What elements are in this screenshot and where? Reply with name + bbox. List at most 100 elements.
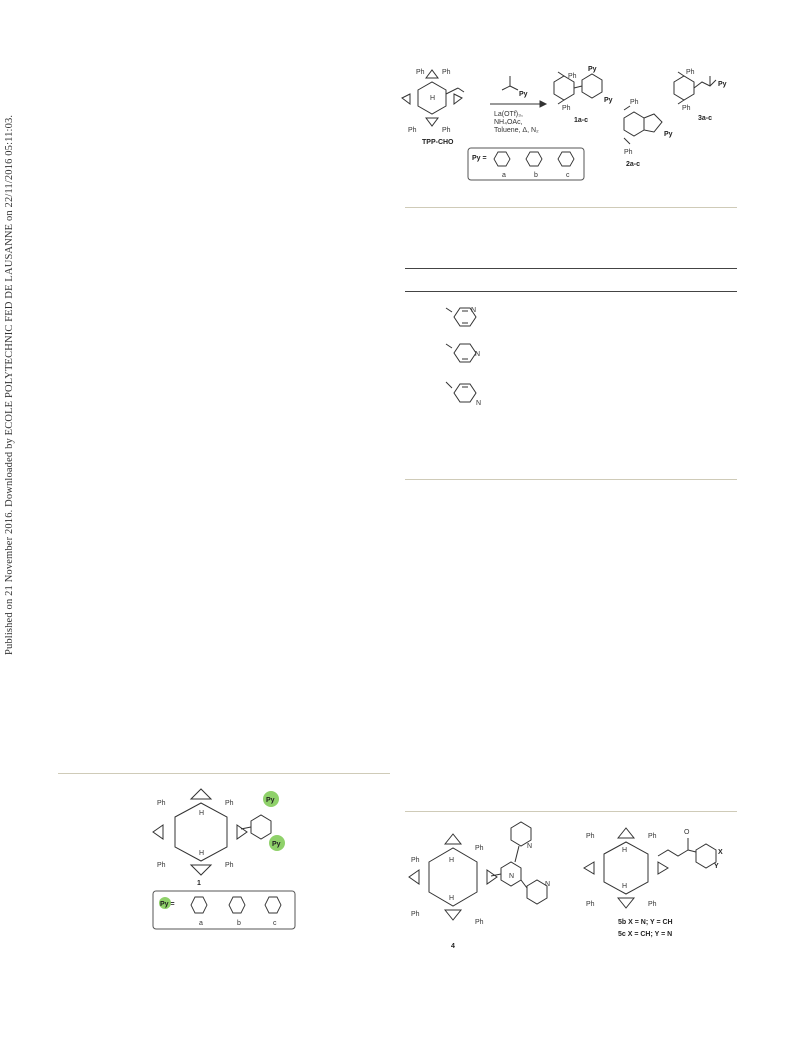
n-label: N <box>476 400 481 407</box>
nh-label: H <box>622 847 627 854</box>
ph-label: Ph <box>225 800 234 807</box>
ph-label: Ph <box>586 833 595 840</box>
pyridine-3yl-icon <box>445 343 477 363</box>
condition-line: La(OTf)₃, <box>494 111 523 118</box>
py-legend-item: b <box>534 172 538 179</box>
product-label-2: 2a-c <box>626 161 640 168</box>
nh-label: H <box>199 810 204 817</box>
ph-label: Ph <box>416 69 425 76</box>
n-label: N <box>545 881 550 888</box>
py-label: Py <box>266 797 275 804</box>
ph-label: Ph <box>682 105 691 112</box>
product-label-3: 3a-c <box>698 115 712 122</box>
x-label: X <box>718 849 723 856</box>
py-substituent-label: Py <box>718 81 727 88</box>
acetylpyridine-structure <box>501 76 519 91</box>
nh-label: H <box>430 95 435 102</box>
ph-label: Ph <box>475 845 484 852</box>
table-bottom-rule <box>405 479 737 480</box>
ph-label: Ph <box>411 911 420 918</box>
pyridyl-bottom-icon <box>526 879 548 905</box>
pyridyl-ring-icon <box>695 843 717 869</box>
compound-4-label: 4 <box>451 943 455 950</box>
ph-label: Ph <box>648 901 657 908</box>
ph-label: Ph <box>157 800 166 807</box>
compound-5-figure: O X Y Ph Ph Ph Ph H H 5b X = N; Y = CH 5… <box>583 827 723 938</box>
reagent-py-label: Py <box>519 91 528 98</box>
pyridine-2yl-icon <box>445 307 477 327</box>
table-header-rule <box>405 268 737 269</box>
pyridine-c-icon <box>557 151 575 167</box>
reaction-scheme: Ph Ph Ph Ph H TPP-CHO Py La(OTf)₃, NH₄OA… <box>401 66 727 181</box>
nh-label: H <box>622 883 627 890</box>
tpp-cho-structure <box>401 69 465 127</box>
ph-label: Ph <box>562 105 571 112</box>
pyridine-4yl-icon <box>445 381 477 403</box>
py-highlight-icon <box>269 835 285 851</box>
py-label: Py <box>272 841 281 848</box>
n-label: N <box>527 843 532 850</box>
py-legend-item: c <box>566 172 570 179</box>
ph-label: Ph <box>225 862 234 869</box>
ph-label: Ph <box>686 69 695 76</box>
py-legend-item: c <box>273 920 277 927</box>
compound-1-label: 1 <box>197 880 201 887</box>
ph-label: Ph <box>648 833 657 840</box>
py-highlight-icon <box>159 897 171 909</box>
ph-label: Ph <box>475 919 484 926</box>
nh-label: H <box>449 895 454 902</box>
n-label: N <box>471 307 476 314</box>
porphyrin-core <box>152 788 272 876</box>
py-substituent-label: Py <box>588 66 597 73</box>
figure-right-top-rule <box>405 811 737 812</box>
starting-material-label: TPP-CHO <box>422 139 454 146</box>
py-legend-box <box>152 890 296 930</box>
ph-label: Ph <box>157 862 166 869</box>
download-note: Published on 21 November 2016. Downloade… <box>4 114 15 655</box>
o-label: O <box>684 829 690 836</box>
pyridine-b-icon <box>525 151 543 167</box>
py-legend-prefix: Py = <box>160 901 175 908</box>
compound-5c-label: 5c X = CH; Y = N <box>618 931 672 938</box>
py-legend-item: a <box>199 920 203 927</box>
py-substituent-label: Py <box>604 97 613 104</box>
product-2-structure <box>623 105 663 145</box>
pyridine-a-icon <box>190 896 208 914</box>
ph-label: Ph <box>624 149 633 156</box>
ph-label: Ph <box>442 69 451 76</box>
n-label: N <box>475 351 480 358</box>
ph-label: Ph <box>442 127 451 134</box>
pyridine-a-icon <box>493 151 511 167</box>
product-3-structure <box>673 71 717 105</box>
reaction-arrow <box>490 100 548 108</box>
ph-label: Ph <box>586 901 595 908</box>
ph-label: Ph <box>630 99 639 106</box>
py-legend-item: b <box>237 920 241 927</box>
nh-label: H <box>449 857 454 864</box>
compound-1-figure: Py Py Ph Ph Ph Ph H H 1 Py = a b c <box>152 788 296 930</box>
table-header-bottom-rule <box>405 291 737 292</box>
table-pyridine-column: N N N <box>445 307 481 407</box>
y-label: Y <box>714 863 719 870</box>
ph-label: Ph <box>411 857 420 864</box>
product-1-structure <box>553 71 603 105</box>
py-legend-box <box>467 147 585 181</box>
condition-line: Toluene, Δ, N₂ <box>494 127 539 134</box>
nh-label: H <box>199 850 204 857</box>
pyridine-b-icon <box>228 896 246 914</box>
pyridyl-top-icon <box>510 821 532 847</box>
ph-label: Ph <box>568 73 577 80</box>
py-legend-prefix: Py = <box>472 155 487 162</box>
pyridine-c-icon <box>264 896 282 914</box>
product-label-1: 1a-c <box>574 117 588 124</box>
py-substituent-label: Py <box>664 131 673 138</box>
compound-4-figure: Ph Ph Ph Ph H H N N N 4 <box>408 821 550 950</box>
condition-line: NH₄OAc, <box>494 119 523 126</box>
figure-left-top-rule <box>58 773 390 774</box>
table-top-rule <box>405 207 737 208</box>
py-highlight-icon <box>263 791 279 807</box>
n-label: N <box>509 873 514 880</box>
compound-5b-label: 5b X = N; Y = CH <box>618 919 673 926</box>
py-legend-item: a <box>502 172 506 179</box>
ph-label: Ph <box>408 127 417 134</box>
